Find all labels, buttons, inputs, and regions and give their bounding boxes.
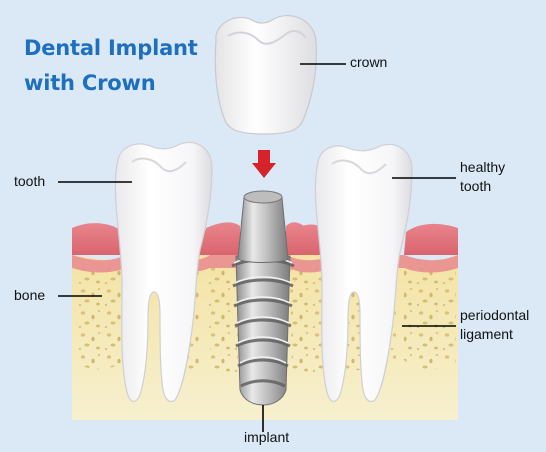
down-arrow-icon <box>252 150 276 178</box>
label-healthy-tooth-1: healthy <box>460 158 505 176</box>
label-periodontal-2: ligament <box>460 325 513 343</box>
implant-screw <box>232 191 294 405</box>
title-line-2: with Crown <box>24 71 155 95</box>
crown <box>215 16 316 134</box>
label-healthy-tooth-2: tooth <box>460 177 491 195</box>
label-bone: bone <box>14 286 45 304</box>
label-implant: implant <box>244 428 289 446</box>
spongy-bone-right <box>404 260 456 369</box>
spongy-bone-left <box>74 258 126 369</box>
title-line-1: Dental Implant <box>24 36 198 60</box>
label-periodontal-1: periodontal <box>460 306 529 324</box>
label-tooth: tooth <box>14 172 45 190</box>
label-crown: crown <box>350 53 387 71</box>
